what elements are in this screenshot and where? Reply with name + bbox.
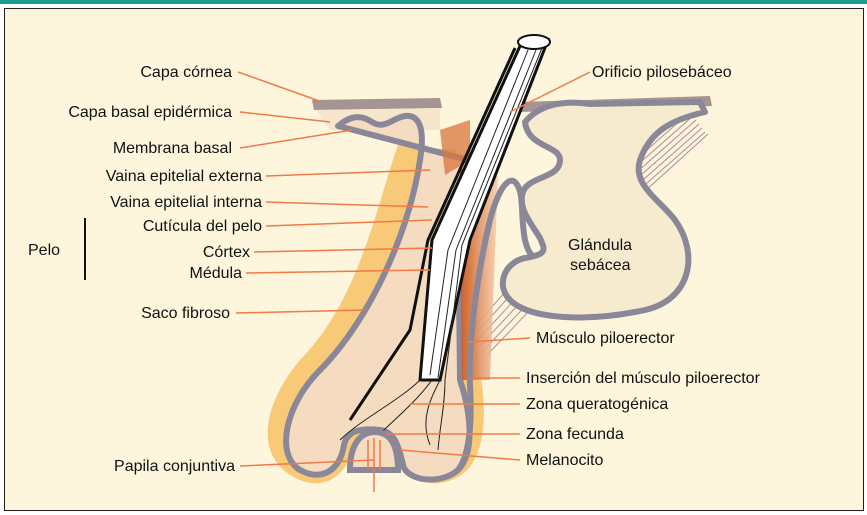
label-fecunda: Zona fecunda (526, 426, 624, 443)
label-melanocito: Melanocito (526, 452, 603, 469)
label-capa-cornea: Capa córnea (140, 64, 232, 81)
label-vaina-interna: Vaina epitelial interna (110, 194, 262, 211)
sebaceous-gland (503, 102, 705, 317)
label-vaina-externa: Vaina epitelial externa (106, 168, 262, 185)
label-saco-fibroso: Saco fibroso (141, 305, 230, 322)
label-membrana-basal: Membrana basal (113, 140, 232, 157)
label-capa-basal: Capa basal epidérmica (68, 104, 232, 121)
label-cortex: Córtex (203, 244, 250, 261)
label-glandula-line2: sebácea (570, 257, 631, 274)
label-queratogenica: Zona queratogénica (526, 396, 668, 413)
dermal-papilla (350, 432, 398, 492)
label-orificio: Orificio pilosebáceo (592, 64, 732, 81)
label-insercion: Inserción del músculo piloerector (526, 370, 761, 387)
label-musculo: Músculo piloerector (536, 330, 675, 347)
label-medula: Médula (190, 265, 243, 282)
label-papila: Papila conjuntiva (114, 458, 235, 475)
label-glandula-line1: Glándula (568, 237, 632, 254)
label-pelo: Pelo (28, 242, 60, 259)
label-cuticula: Cutícula del pelo (143, 218, 262, 235)
